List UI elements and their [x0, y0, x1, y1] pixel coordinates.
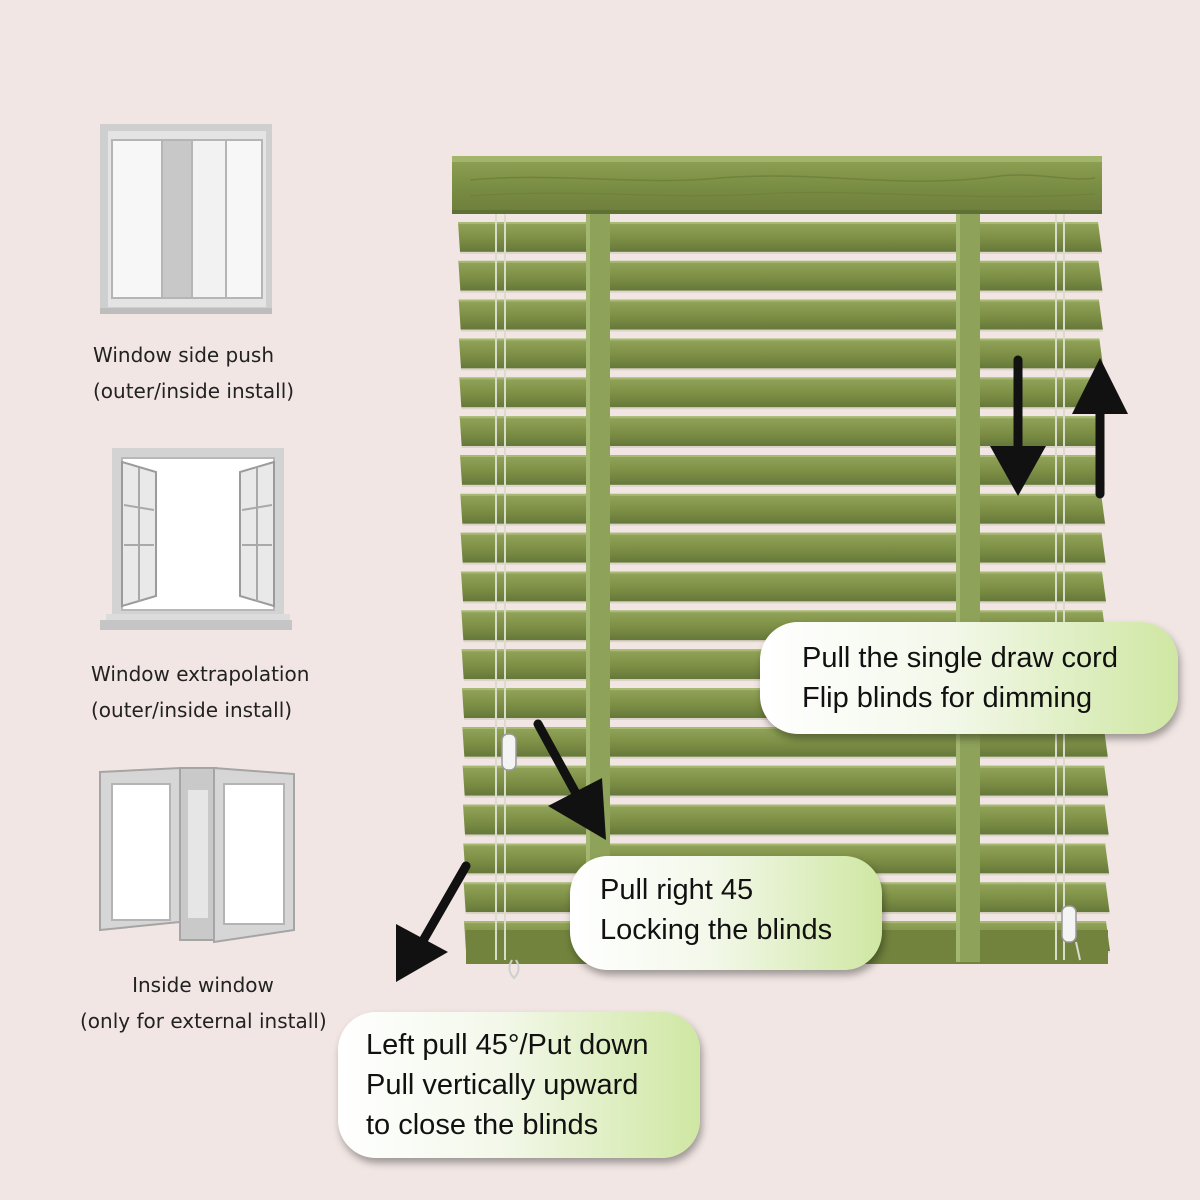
install-type-title: Inside window — [132, 973, 274, 997]
cord-arrows — [396, 355, 1128, 982]
blind-slat — [459, 377, 1104, 408]
cord-loop — [508, 959, 520, 980]
install-type-note: (outer/inside install) — [91, 698, 293, 722]
callout-line: Pull the single draw cord — [802, 642, 1118, 674]
arrow-down-icon — [990, 355, 1046, 496]
callout-lock: Pull right 45 Locking the blinds — [570, 856, 882, 970]
callout-line: to close the blinds — [366, 1109, 599, 1141]
arrow-up-icon — [1072, 358, 1128, 499]
cord-pull-left[interactable] — [501, 733, 517, 771]
callout-line: Flip blinds for dimming — [802, 682, 1093, 714]
blind-headrail — [452, 156, 1102, 214]
blind-slat — [463, 804, 1109, 835]
install-type-title: Window extrapolation — [91, 662, 310, 686]
blind-slat — [462, 726, 1108, 757]
blind-slat — [459, 338, 1104, 369]
arrow-diagonal-right-icon — [533, 719, 606, 840]
blind-slat — [458, 222, 1102, 252]
blind-slat — [460, 493, 1106, 524]
install-type-title: Window side push — [93, 343, 275, 367]
outward-casement-window-icon — [100, 448, 292, 630]
install-type-sliding: Window side push (outer/inside install) — [93, 337, 294, 409]
blind-slat — [459, 416, 1105, 447]
install-type-inside: Inside window (only for external install… — [80, 967, 327, 1039]
callout-line: Left pull 45°/Put down — [366, 1029, 649, 1061]
blind-slat — [460, 532, 1106, 563]
callout-draw-cord: Pull the single draw cord Flip blinds fo… — [760, 622, 1178, 734]
callout-line: Pull right 45 — [600, 874, 754, 906]
sliding-window-icon — [100, 124, 272, 314]
blind-slat — [458, 260, 1103, 291]
inward-casement-window-icon — [99, 766, 295, 944]
callout-line: Pull vertically upward — [366, 1069, 639, 1101]
cord-pull-right[interactable] — [1061, 905, 1077, 943]
arrow-diagonal-left-icon — [396, 861, 471, 982]
blind-slat — [460, 455, 1105, 485]
install-type-note: (only for external install) — [80, 1009, 327, 1033]
blind-slats — [458, 222, 1110, 964]
blind-slat — [462, 765, 1109, 796]
blind-slat — [461, 571, 1106, 602]
install-type-note: (outer/inside install) — [93, 379, 295, 403]
callout-release: Left pull 45°/Put down Pull vertically u… — [338, 1012, 700, 1158]
install-type-extrapolation: Window extrapolation (outer/inside insta… — [91, 656, 309, 728]
callout-line: Locking the blinds — [600, 914, 833, 946]
blind-slat — [458, 299, 1103, 330]
